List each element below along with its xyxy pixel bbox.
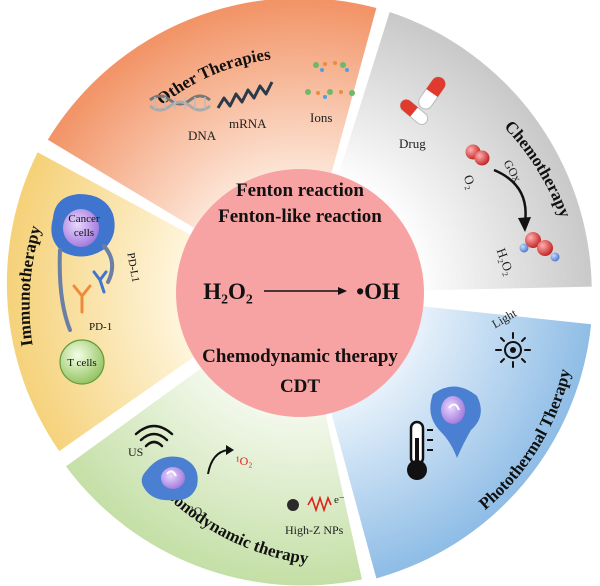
equation-product: •OH (356, 279, 400, 304)
label-dna: DNA (188, 128, 217, 143)
center-title-fenton-like: Fenton-like reaction (218, 206, 382, 227)
dna-icon (149, 94, 211, 112)
label-triplet-oxygen: ³O₂ (190, 504, 206, 518)
label-pd-1: PD-1 (89, 321, 112, 333)
label-cancer: Cancer (68, 213, 99, 225)
label-singlet-oxygen: ¹O₂ (236, 454, 252, 468)
ions-icon (305, 61, 355, 99)
label-pd-l1: PD-L1 (124, 252, 141, 284)
label-cells: cells (74, 227, 94, 239)
ultrasound-icon (134, 424, 174, 448)
nanoparticle-icon (287, 495, 332, 513)
label-o2: O₂ (461, 173, 480, 191)
center-subtitle-cdt: CDT (280, 376, 320, 397)
center-title-fenton: Fenton reaction (236, 180, 364, 201)
thermometer-icon (407, 420, 433, 480)
label-ions: Ions (310, 110, 332, 125)
label-mrna: mRNA (229, 116, 267, 131)
equation-reactant: H₂O₂ (203, 279, 253, 304)
segment-sonodynamic-therapy (65, 360, 362, 586)
mrna-icon (216, 81, 274, 109)
label-electron: e⁻ (334, 494, 345, 506)
reaction-arrow (264, 287, 347, 295)
sonodynamic-cell-icon (141, 456, 198, 501)
center-circle (176, 169, 424, 417)
t-cell-icon (59, 339, 105, 385)
immuno-cancer-cell-icon (51, 194, 115, 257)
label-us: US (128, 445, 143, 459)
label-high-z-nps: High-Z NPs (285, 523, 344, 537)
h2o2-molecule-icon (519, 232, 560, 262)
antibody-icon (57, 244, 115, 332)
drug-capsule-icon (399, 76, 446, 125)
label-drug: Drug (399, 136, 426, 151)
cancer-cell-icon (430, 386, 481, 458)
center-subtitle-chemodynamic: Chemodynamic therapy (202, 346, 398, 367)
label-t-cells: T cells (67, 357, 96, 369)
singlet-oxygen-arrow (207, 445, 234, 475)
oxygen-molecule-icon (465, 144, 490, 166)
light-bulb-icon (495, 332, 531, 368)
conversion-arrow (493, 168, 531, 232)
